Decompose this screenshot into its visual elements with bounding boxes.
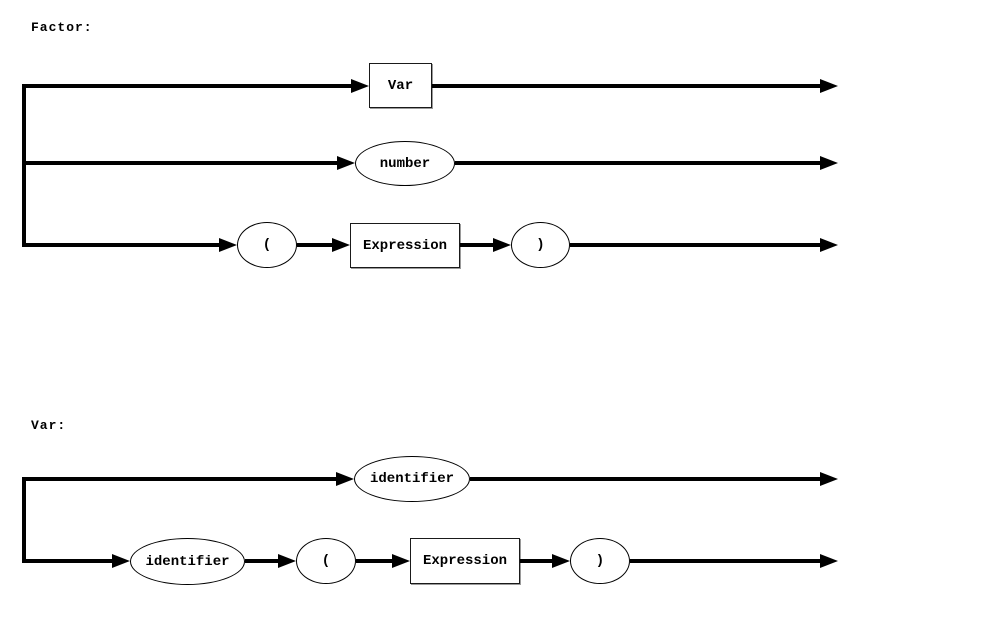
connector-line bbox=[22, 559, 112, 563]
connector-line bbox=[22, 243, 219, 247]
connector-line bbox=[570, 243, 820, 247]
arrow-right-icon bbox=[112, 554, 130, 568]
connector-line bbox=[470, 477, 820, 481]
node-close-paren: ) bbox=[511, 222, 570, 268]
arrow-right-icon bbox=[493, 238, 511, 252]
connector-line bbox=[22, 84, 351, 88]
connector-line bbox=[460, 243, 493, 247]
arrow-right-icon bbox=[337, 156, 355, 170]
node-var: Var bbox=[369, 63, 432, 108]
branch-spine-line bbox=[22, 477, 26, 563]
arrow-right-icon bbox=[820, 472, 838, 486]
node-open-paren: ( bbox=[237, 222, 297, 268]
arrow-right-icon bbox=[820, 79, 838, 93]
connector-line bbox=[432, 84, 820, 88]
arrow-right-icon bbox=[820, 554, 838, 568]
arrow-right-icon bbox=[552, 554, 570, 568]
connector-line bbox=[22, 477, 336, 481]
arrow-right-icon bbox=[820, 238, 838, 252]
branch-spine-line bbox=[22, 84, 26, 247]
node-identifier: identifier bbox=[130, 538, 245, 585]
node-identifier: identifier bbox=[354, 456, 470, 502]
arrow-right-icon bbox=[219, 238, 237, 252]
arrow-right-icon bbox=[820, 156, 838, 170]
node-expression: Expression bbox=[350, 223, 460, 268]
arrow-right-icon bbox=[332, 238, 350, 252]
connector-line bbox=[356, 559, 392, 563]
node-open-paren: ( bbox=[296, 538, 356, 584]
connector-line bbox=[245, 559, 278, 563]
connector-line bbox=[22, 161, 337, 165]
node-expression: Expression bbox=[410, 538, 520, 584]
diagram-title-var: Var: bbox=[31, 418, 67, 433]
connector-line bbox=[455, 161, 820, 165]
connector-line bbox=[630, 559, 820, 563]
node-number: number bbox=[355, 141, 455, 186]
connector-line bbox=[297, 243, 332, 247]
arrow-right-icon bbox=[392, 554, 410, 568]
arrow-right-icon bbox=[336, 472, 354, 486]
arrow-right-icon bbox=[278, 554, 296, 568]
arrow-right-icon bbox=[351, 79, 369, 93]
diagram-title-factor: Factor: bbox=[31, 20, 93, 35]
node-close-paren: ) bbox=[570, 538, 630, 584]
connector-line bbox=[520, 559, 552, 563]
